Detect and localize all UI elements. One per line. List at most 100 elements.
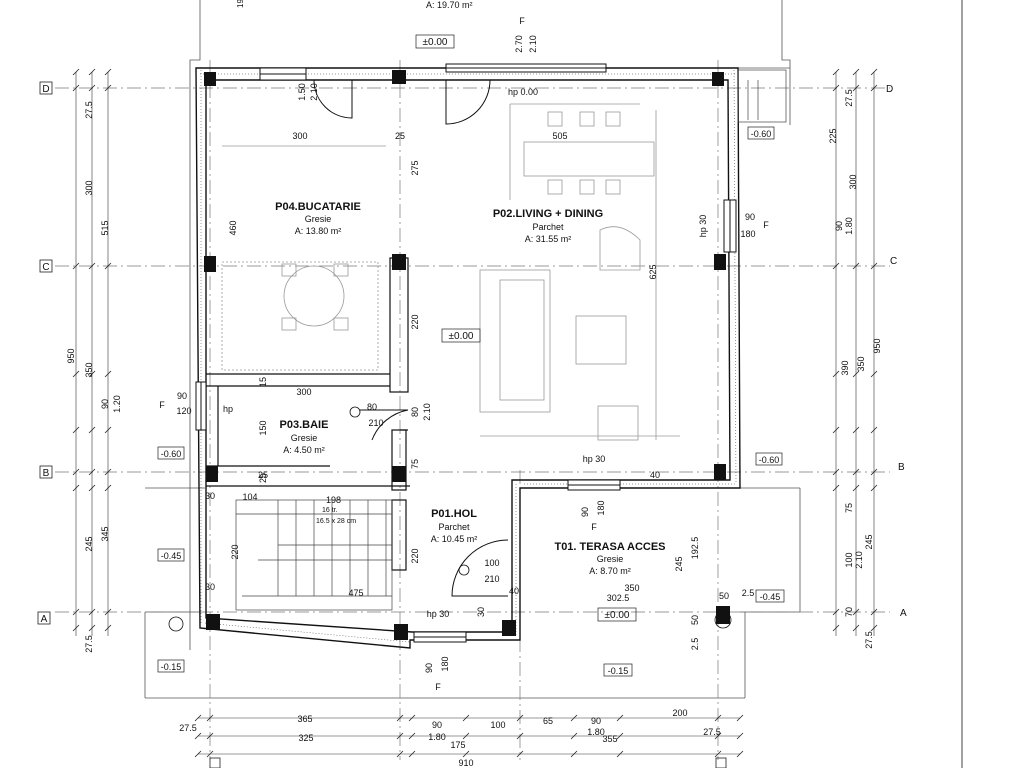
dimension-tick bbox=[396, 750, 404, 758]
dimension-tick bbox=[870, 84, 878, 92]
svg-text:hp 30: hp 30 bbox=[698, 215, 708, 238]
dimension-tick bbox=[88, 426, 96, 434]
dimension-tick bbox=[88, 68, 96, 76]
dimension-tick bbox=[72, 84, 80, 92]
svg-text:hp 30: hp 30 bbox=[427, 609, 450, 619]
svg-text:2.10: 2.10 bbox=[854, 551, 864, 569]
svg-text:90: 90 bbox=[177, 391, 187, 401]
svg-text:625: 625 bbox=[648, 264, 658, 279]
svg-text:F: F bbox=[519, 16, 525, 26]
dimension-tick bbox=[736, 750, 744, 758]
svg-text:90: 90 bbox=[591, 716, 601, 726]
svg-text:F: F bbox=[591, 522, 597, 532]
svg-text:355: 355 bbox=[602, 734, 617, 744]
dimension-tick bbox=[714, 714, 722, 722]
svg-text:302.5: 302.5 bbox=[607, 593, 630, 603]
room-area: A: 8.70 m² bbox=[589, 566, 631, 576]
svg-text:65: 65 bbox=[543, 716, 553, 726]
dimension-tick bbox=[206, 750, 214, 758]
dimension-lines bbox=[75, 72, 875, 755]
dimension-tick bbox=[104, 84, 112, 92]
dimension-tick bbox=[616, 732, 624, 740]
room-name: P03.BAIE bbox=[280, 419, 329, 431]
svg-text:910: 910 bbox=[458, 758, 473, 768]
interior-walls bbox=[206, 257, 410, 571]
level-m060-left: -0.60 bbox=[161, 449, 182, 459]
svg-text:30: 30 bbox=[205, 491, 215, 501]
dims-left: 27.5 300 515 950 350 90 1.20 245 345 27.… bbox=[66, 101, 122, 653]
dimension-tick bbox=[616, 714, 624, 722]
room-name: T01. TERASA ACCES bbox=[554, 541, 665, 553]
svg-text:515: 515 bbox=[100, 220, 110, 235]
dimension-tick bbox=[72, 426, 80, 434]
svg-text:365: 365 bbox=[297, 714, 312, 724]
dimension-tick bbox=[72, 68, 80, 76]
level-zero-top: ±0.00 bbox=[423, 37, 448, 48]
dimension-tick bbox=[870, 468, 878, 476]
dimension-tick bbox=[852, 624, 860, 632]
dimension-tick bbox=[104, 262, 112, 270]
level-zero-living: ±0.00 bbox=[449, 331, 474, 342]
dimension-tick bbox=[570, 714, 578, 722]
svg-text:30: 30 bbox=[205, 582, 215, 592]
room-name: P01.HOL bbox=[431, 508, 477, 520]
stair-label-198: 198 bbox=[326, 495, 341, 505]
dimension-tick bbox=[72, 608, 80, 616]
furniture bbox=[221, 103, 680, 441]
dimension-tick bbox=[206, 732, 214, 740]
dimension-tick bbox=[194, 714, 202, 722]
svg-text:27.5: 27.5 bbox=[179, 723, 197, 733]
svg-text:325: 325 bbox=[298, 733, 313, 743]
svg-text:90: 90 bbox=[580, 507, 590, 517]
room-label-living: P02.LIVING + DINING Parchet A: 31.55 m² bbox=[493, 208, 603, 244]
dimension-tick bbox=[72, 370, 80, 378]
svg-text:2.10: 2.10 bbox=[309, 83, 319, 101]
svg-text:175: 175 bbox=[450, 740, 465, 750]
svg-text:220: 220 bbox=[410, 548, 420, 563]
svg-text:1.50: 1.50 bbox=[297, 83, 307, 101]
svg-text:2.5: 2.5 bbox=[742, 588, 755, 598]
room-floor: Parchet bbox=[532, 222, 564, 232]
svg-text:100: 100 bbox=[844, 552, 854, 567]
svg-text:25: 25 bbox=[258, 470, 268, 480]
level-markers bbox=[157, 34, 785, 677]
dims-inner: 300 25 505 1.50 2.10 2.70 2.10 F 275 460… bbox=[159, 16, 769, 692]
svg-text:104: 104 bbox=[242, 492, 257, 502]
svg-text:220: 220 bbox=[410, 314, 420, 329]
dimension-tick bbox=[832, 624, 840, 632]
section-markers bbox=[168, 406, 732, 632]
dimension-tick bbox=[736, 732, 744, 740]
dimension-tick bbox=[870, 262, 878, 270]
svg-text:hp: hp bbox=[223, 404, 233, 414]
dimension-tick bbox=[832, 426, 840, 434]
axis-a-right: A bbox=[900, 608, 907, 619]
dimension-tick bbox=[832, 468, 840, 476]
dimension-tick bbox=[104, 426, 112, 434]
level-m060-mid-right: -0.60 bbox=[759, 455, 780, 465]
dimension-tick bbox=[104, 484, 112, 492]
windows bbox=[195, 63, 737, 643]
svg-text:245: 245 bbox=[864, 534, 874, 549]
svg-text:505: 505 bbox=[552, 131, 567, 141]
stair-steps: 16 tr. bbox=[322, 507, 338, 514]
dimension-tick bbox=[870, 68, 878, 76]
dimension-tick bbox=[72, 484, 80, 492]
axis-c-right: C bbox=[890, 256, 897, 267]
dimension-tick bbox=[714, 732, 722, 740]
room-area: A: 10.45 m² bbox=[431, 534, 478, 544]
svg-text:475: 475 bbox=[348, 588, 363, 598]
axis-a-left: A bbox=[41, 614, 48, 625]
top-area-label: A: 19.70 m² bbox=[426, 0, 473, 10]
dimension-tick bbox=[104, 370, 112, 378]
svg-text:75: 75 bbox=[410, 459, 420, 469]
svg-text:192.5: 192.5 bbox=[690, 537, 700, 560]
dimension-tick bbox=[852, 426, 860, 434]
svg-text:950: 950 bbox=[872, 338, 882, 353]
svg-text:245: 245 bbox=[674, 556, 684, 571]
svg-text:220: 220 bbox=[230, 544, 240, 559]
level-m060-right: -0.60 bbox=[751, 129, 772, 139]
dimension-tick bbox=[88, 468, 96, 476]
room-name: P04.BUCATARIE bbox=[275, 201, 361, 213]
level-zero-terrace: ±0.00 bbox=[605, 610, 630, 621]
